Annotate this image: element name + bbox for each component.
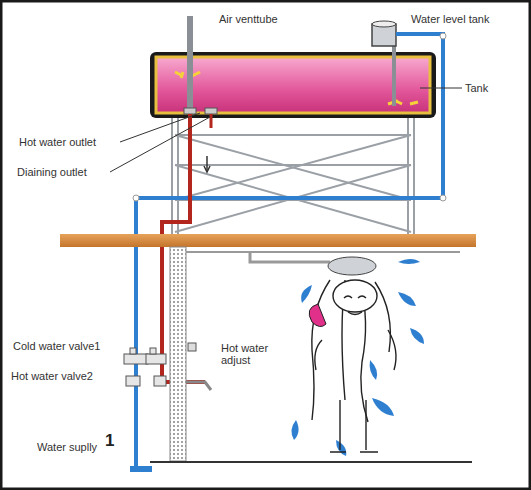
part-label: Water suplly [36,441,98,453]
part-label: Hot water valve2 [10,370,94,382]
part-label: Diaining outlet [16,166,88,178]
part-label: Water level tank [410,13,490,25]
part-label: Tank [464,82,489,94]
part-label: Hot water adjust [220,342,272,366]
part-label: Hot water outlet [18,136,97,148]
part-label: Cold water valve1 [12,340,101,352]
callout-number: 1 [104,432,115,449]
part-label: Air venttube [218,13,279,25]
